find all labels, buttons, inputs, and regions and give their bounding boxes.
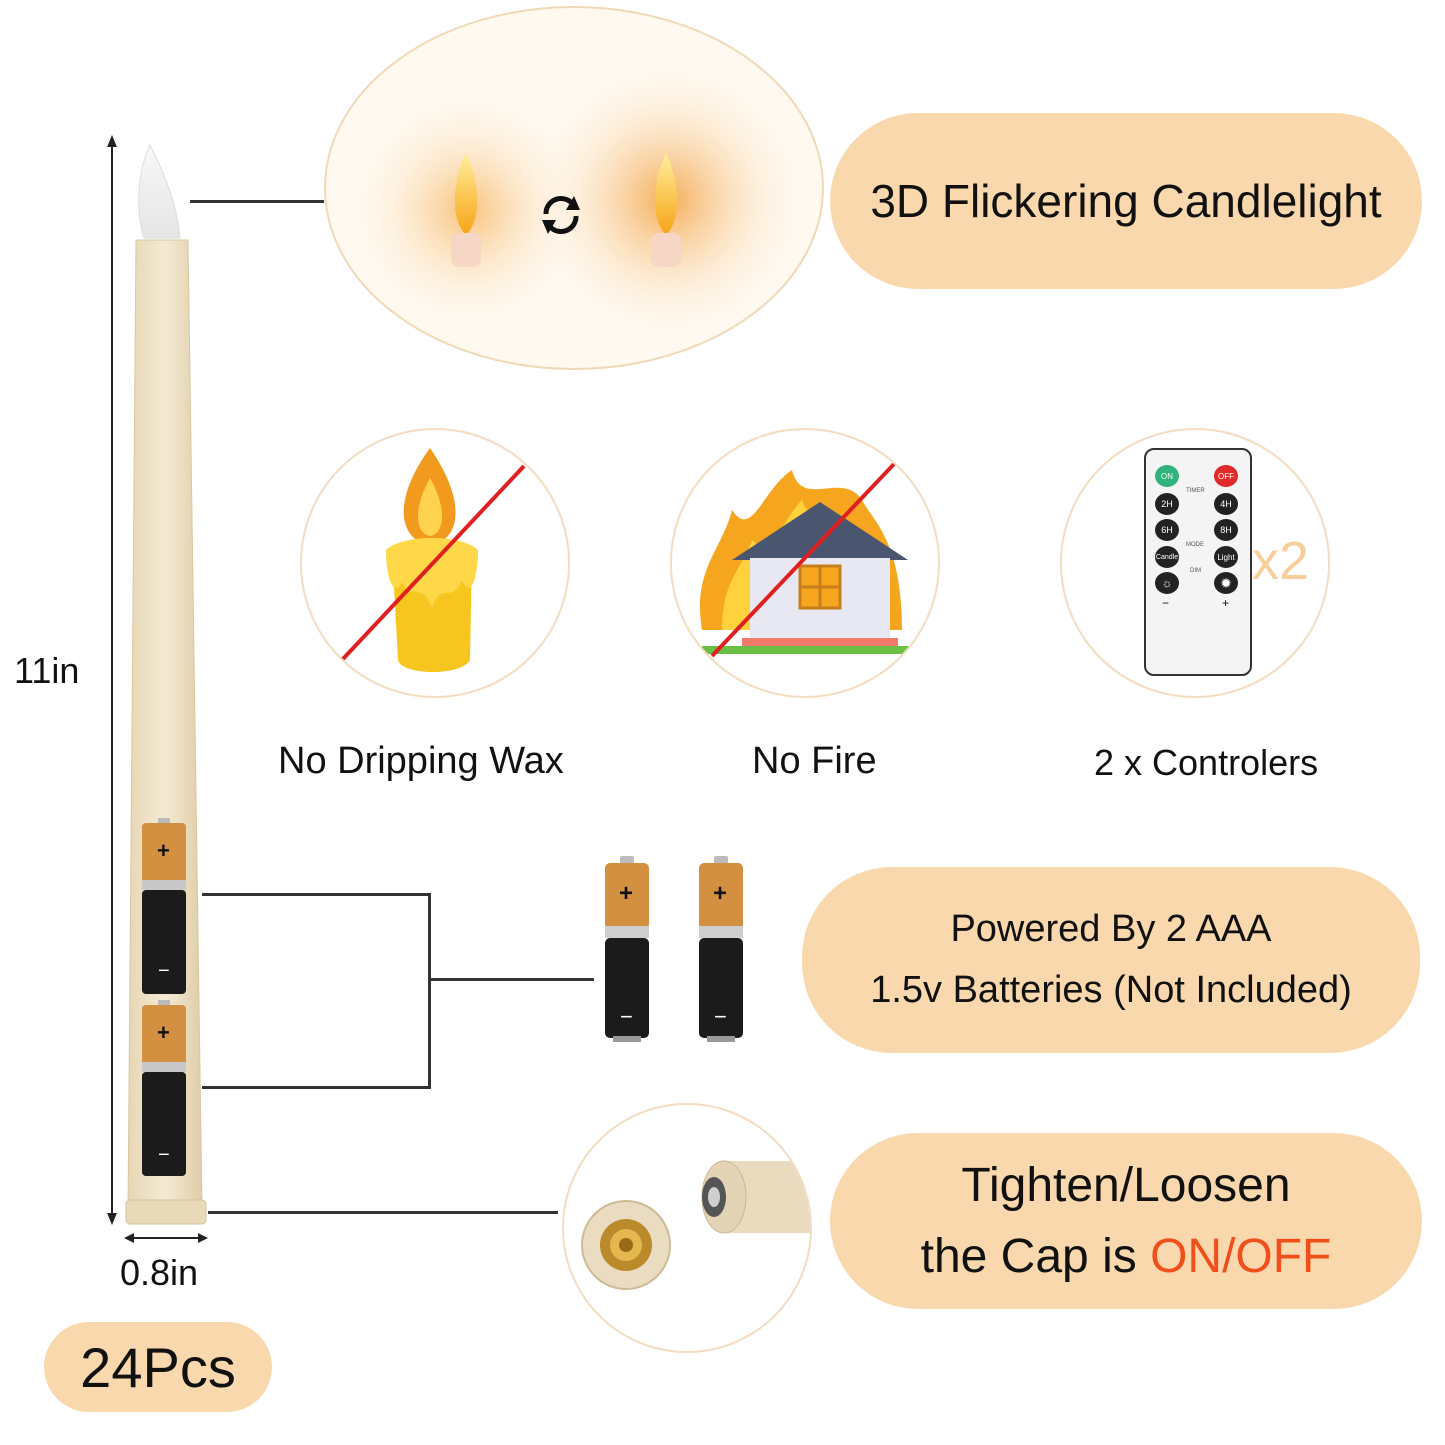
no-fire-label: No Fire	[752, 740, 877, 782]
controllers-multiplier: x2	[1252, 531, 1310, 591]
cap-line-2-prefix: the Cap is	[920, 1230, 1151, 1283]
connector-cap	[208, 1211, 558, 1214]
remote-button-light: Light	[1214, 546, 1238, 568]
remote-button-candle: Candle	[1155, 546, 1179, 568]
connector-flame	[190, 200, 324, 203]
remote-section-timer: TIMER	[1186, 488, 1205, 494]
battery-line-1: Powered By 2 AAA	[950, 908, 1272, 950]
controllers-label: 2 x Controlers	[1094, 742, 1319, 783]
dim-up-icon: ✹	[1214, 572, 1238, 594]
battery-minus-label: −	[158, 960, 170, 982]
loose-battery-minus: −	[714, 1004, 727, 1029]
cycle-arrows-icon	[538, 192, 584, 238]
loose-battery-2	[697, 856, 745, 1042]
remote-button-6h: 6H	[1155, 519, 1179, 541]
remote-button-off: OFF	[1214, 465, 1238, 487]
battery-line-2: 1.5v Batteries (Not Included)	[870, 969, 1352, 1011]
no-wax-circle	[300, 428, 570, 698]
width-label: 0.8in	[120, 1252, 199, 1293]
battery-minus-label: −	[158, 1144, 170, 1166]
cap-on-off-highlight: ON/OFF	[1150, 1230, 1332, 1283]
cap-line-1: Tighten/Loosen	[961, 1159, 1291, 1212]
quantity-label: 24Pcs	[80, 1335, 236, 1399]
connector-battery-vertical	[428, 893, 431, 1089]
remote-section-dim: DIM	[1190, 568, 1201, 574]
loose-battery-minus: −	[620, 1004, 633, 1029]
cap-line-2: the Cap is ON/OFF	[921, 1229, 1332, 1284]
cap-circle	[562, 1103, 812, 1353]
battery-plus-label: +	[157, 1020, 170, 1045]
remote-button-4h: 4H	[1214, 493, 1238, 515]
remote-plus: +	[1222, 596, 1230, 610]
dim-down-icon: ☼	[1155, 572, 1179, 594]
remote-button-2h: 2H	[1155, 493, 1179, 515]
remote-button-8h: 8H	[1214, 519, 1238, 541]
flicker-label: 3D Flickering Candlelight	[870, 175, 1382, 227]
remote-button-on: ON	[1155, 465, 1179, 487]
height-label: 11in	[14, 650, 80, 691]
loose-battery-plus: +	[713, 880, 728, 907]
width-dimension-arrow	[124, 1230, 208, 1246]
height-dimension-arrow	[104, 135, 120, 1225]
remote-minus: −	[1162, 596, 1170, 610]
remote-section-mode: MODE	[1186, 542, 1204, 548]
connector-battery-top	[202, 893, 430, 896]
loose-battery-plus: +	[619, 880, 634, 907]
battery-feature-pill: Powered By 2 AAA 1.5v Batteries (Not Inc…	[802, 867, 1420, 1053]
candle-battery-bottom	[140, 1000, 188, 1180]
cap-feature-pill: Tighten/Loosen the Cap is ON/OFF	[830, 1133, 1422, 1309]
connector-battery-out	[430, 978, 594, 981]
flicker-oval	[323, 5, 825, 371]
no-wax-label: No Dripping Wax	[278, 740, 564, 782]
quantity-badge: 24Pcs	[44, 1322, 272, 1412]
no-fire-circle	[670, 428, 940, 698]
flicker-feature-pill: 3D Flickering Candlelight	[830, 113, 1422, 289]
loose-battery-1	[603, 856, 651, 1042]
candle-battery-top	[140, 818, 188, 998]
connector-battery-bottom	[202, 1086, 430, 1089]
battery-plus-label: +	[157, 838, 170, 863]
